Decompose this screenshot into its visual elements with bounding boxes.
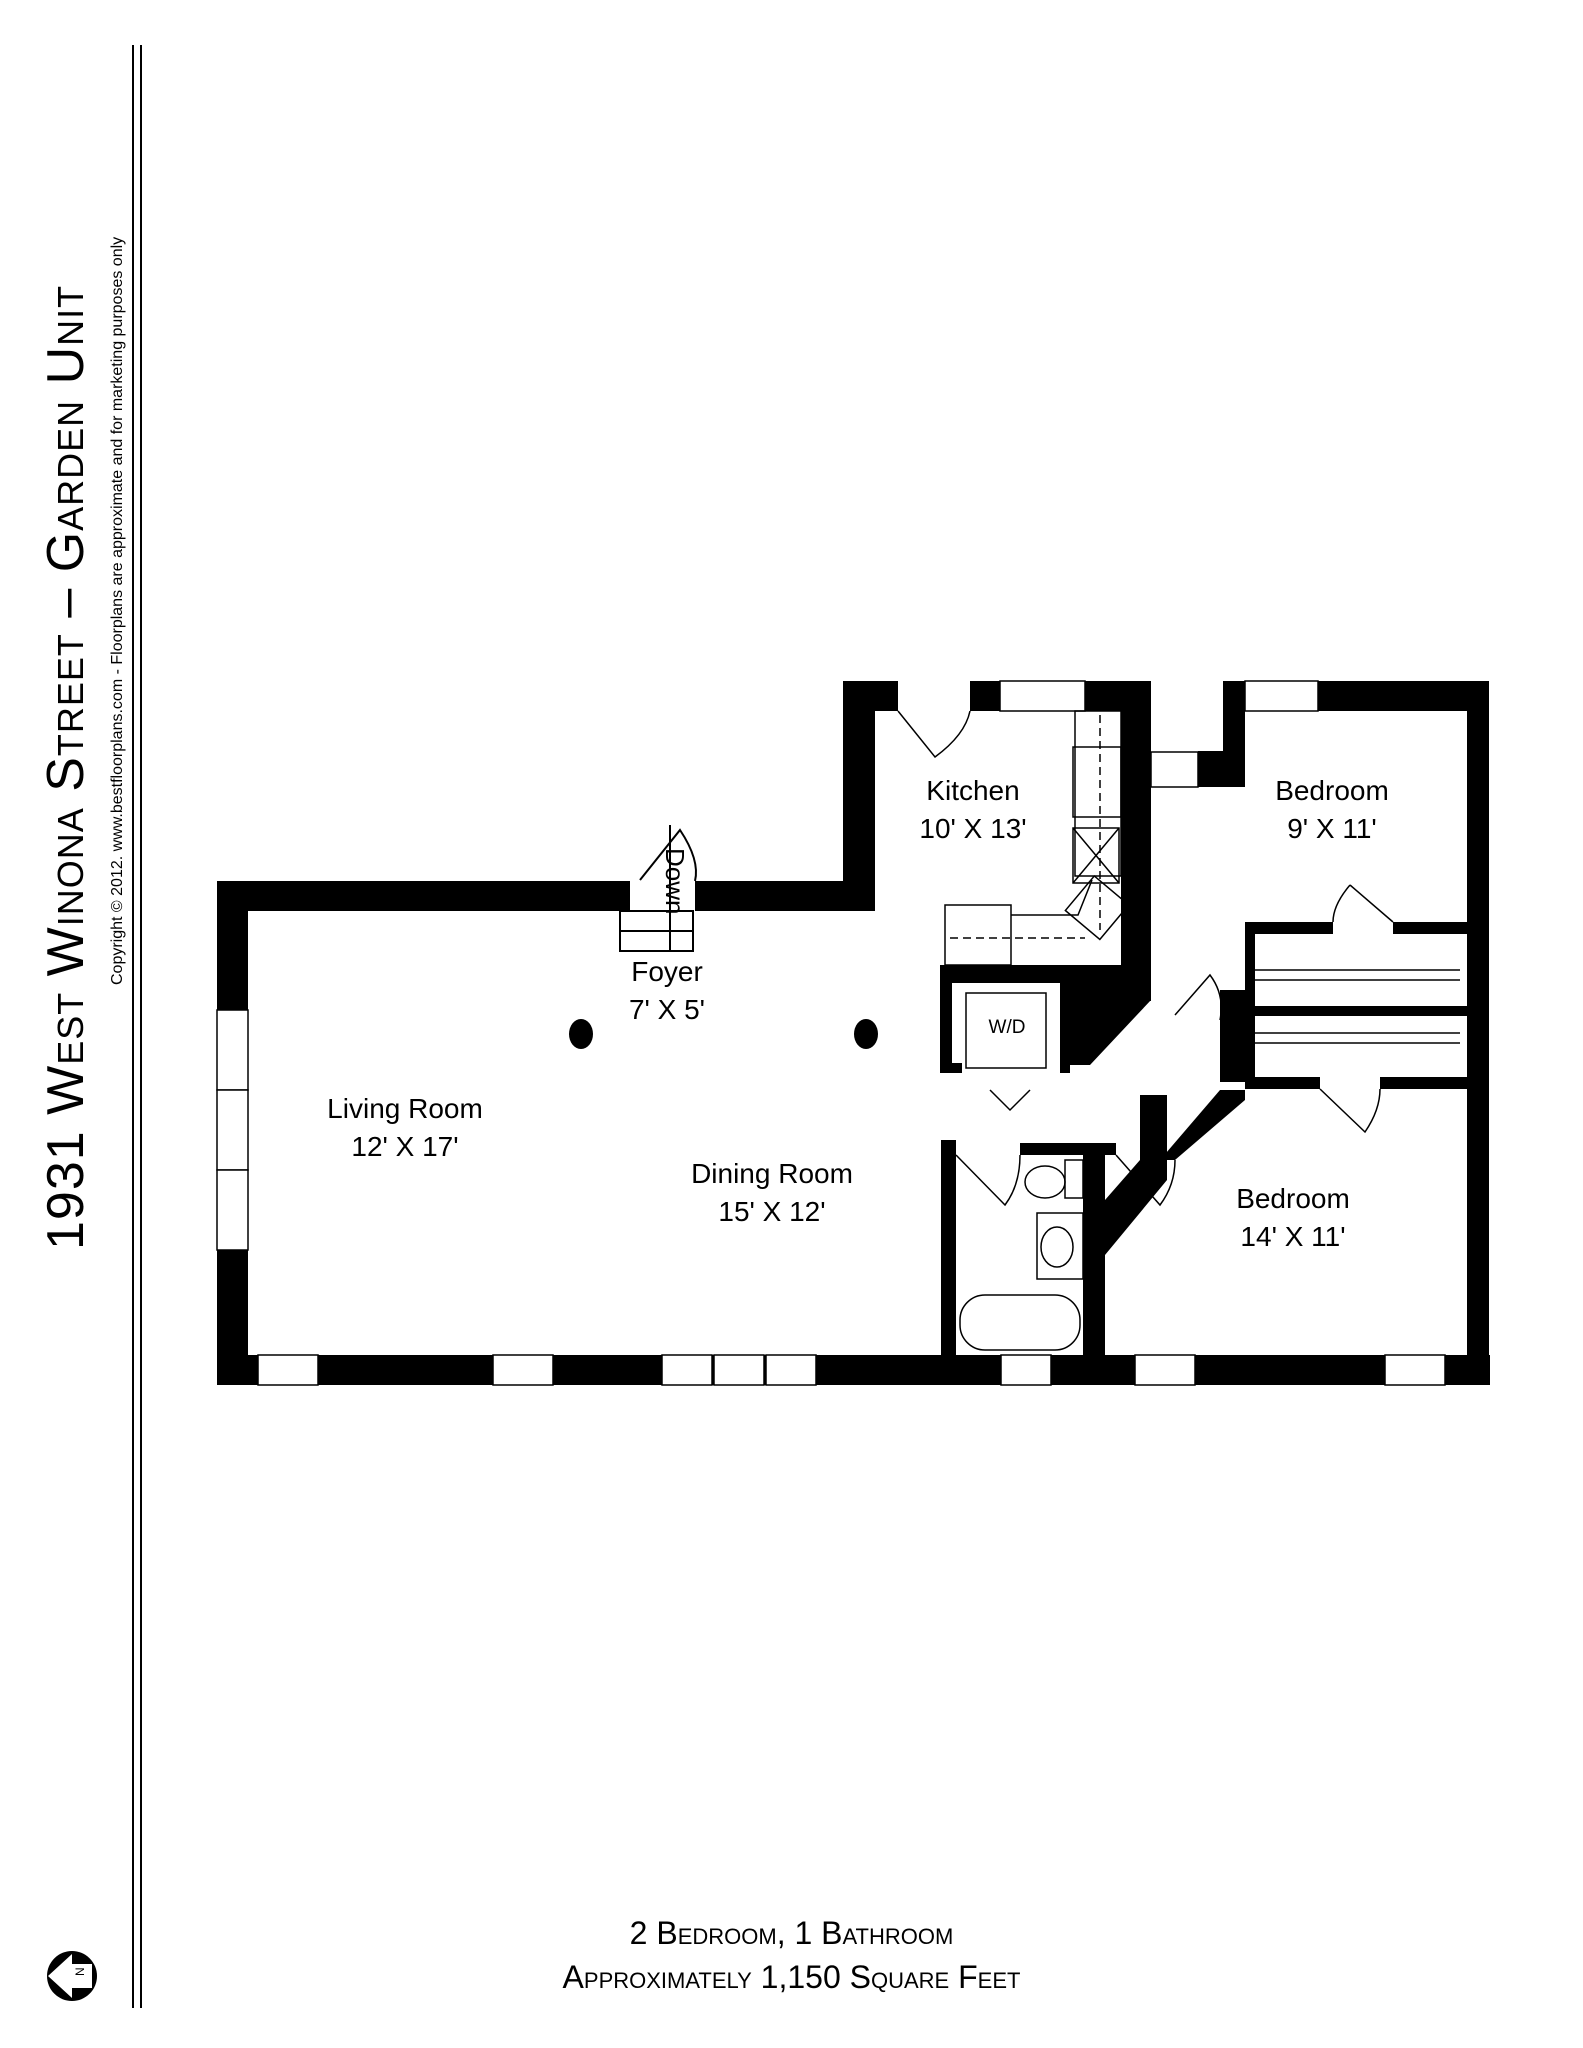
room-size: 7' X 5' (628, 994, 706, 1025)
footer-area: Approximately 1,150 Square Feet (562, 1959, 1021, 1995)
room-name: Bedroom (1275, 775, 1389, 806)
room-label-kitchen: Kitchen 10' X 13' (919, 772, 1026, 848)
washer-dryer-label: W/D (988, 1017, 1026, 1038)
room-label-dining-room: Dining Room 15' X 12' (691, 1155, 853, 1231)
room-label-bedroom-1: Bedroom 9' X 11' (1275, 772, 1389, 848)
svg-text:N: N (73, 1967, 87, 1976)
room-label-bedroom-2: Bedroom 14' X 11' (1236, 1180, 1350, 1256)
room-label-foyer: Foyer 7' X 5' (629, 953, 705, 1029)
room-size: 9' X 11' (1287, 813, 1377, 844)
room-size: 10' X 13' (919, 813, 1027, 844)
divider-line (132, 45, 134, 2008)
divider-line (140, 45, 142, 2008)
room-name: Kitchen (926, 775, 1020, 806)
room-size: 12' X 17' (351, 1131, 459, 1162)
north-arrow-icon: N (47, 1951, 97, 2001)
room-name: Bedroom (1236, 1183, 1350, 1214)
room-name: Living Room (327, 1093, 483, 1124)
room-size: 15' X 12' (718, 1196, 826, 1227)
stairs-down-label: Down (660, 848, 690, 915)
room-label-living-room: Living Room 12' X 17' (327, 1090, 483, 1166)
footer-summary: 2 Bedroom, 1 Bathroom (629, 1915, 954, 1951)
room-name: Foyer (631, 956, 703, 987)
room-name: Dining Room (691, 1158, 853, 1189)
room-size: 14' X 11' (1240, 1221, 1346, 1252)
